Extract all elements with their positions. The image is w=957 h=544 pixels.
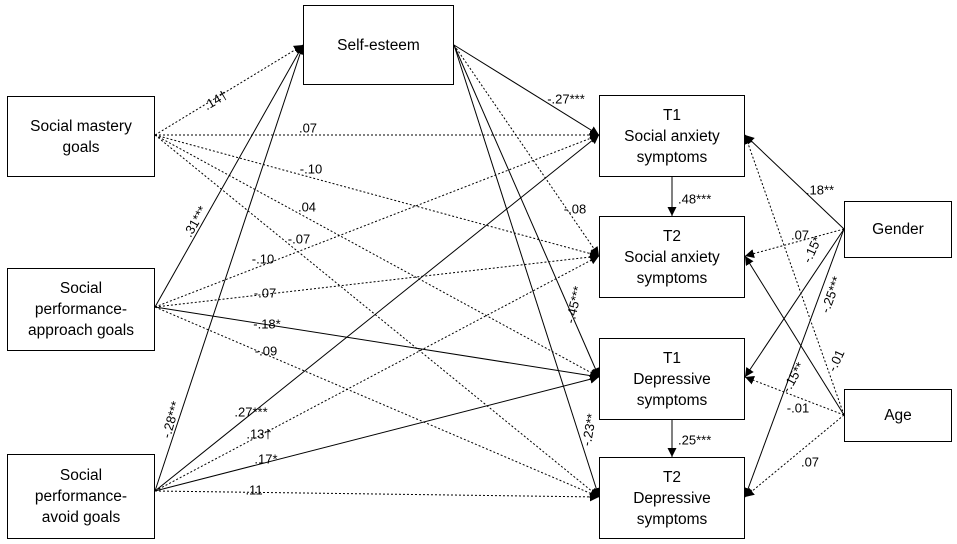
node-label: T2	[662, 468, 682, 486]
node-label: T1	[662, 349, 682, 367]
path-arrow-age-to-t1-depressive	[744, 376, 845, 416]
node-label: symptoms	[636, 148, 708, 166]
path-coefficient-label: -.01	[825, 347, 848, 374]
node-social-mastery-goals: Social mastery goals	[7, 96, 155, 177]
path-coefficient-label: -.08	[564, 201, 586, 216]
path-coefficient-label: .07	[801, 454, 819, 469]
path-coefficient-label: -.45***	[562, 285, 585, 325]
node-label: T1	[662, 106, 682, 124]
path-arrow-gender-to-t1-depressive	[744, 228, 845, 378]
path-coefficient-label: .31***	[180, 203, 210, 239]
path-coefficient-label: -.25***	[818, 274, 845, 314]
path-coefficient-label: -.18*	[253, 316, 280, 331]
node-label: T2	[662, 227, 682, 245]
node-label: Social	[59, 280, 103, 297]
path-arrow-social-perf-approach-to-t2-depressive	[154, 306, 600, 498]
path-coefficient-label: -.09	[255, 343, 277, 358]
node-label: Social	[59, 467, 103, 484]
path-coefficient-label: -.28***	[159, 400, 184, 440]
node-gender: Gender	[844, 201, 952, 258]
node-label: Gender	[872, 221, 924, 238]
path-arrow-self-esteem-to-t1-social-anxiety	[453, 44, 600, 136]
path-coefficient-label: -.10	[300, 161, 322, 176]
path-arrow-social-perf-avoid-to-t1-depressive	[154, 374, 600, 492]
path-coefficient-label: .48***	[678, 191, 711, 206]
path-coefficient-label: .07	[791, 227, 809, 242]
node-t1-depressive: T1 Depressive symptoms	[599, 338, 745, 420]
path-coefficient-label: .07	[299, 120, 317, 135]
path-coefficient-label: -.01	[787, 400, 809, 415]
path-arrow-social-perf-approach-to-t1-social-anxiety	[154, 134, 600, 308]
path-coefficient-label: -.07	[288, 231, 310, 246]
path-arrow-social-mastery-to-self-esteem	[154, 44, 304, 136]
node-social-performance-avoid-goals: Social performance- avoid goals	[7, 454, 155, 539]
path-arrow-self-esteem-to-t2-depressive	[453, 44, 601, 498]
path-arrow-social-perf-avoid-to-self-esteem	[154, 44, 305, 492]
path-coefficient-label: .18**	[806, 182, 834, 197]
node-label: performance-	[34, 301, 128, 318]
path-arrow-gender-to-t1-social-anxiety	[744, 134, 845, 230]
path-coefficient-label: -.07	[254, 285, 276, 300]
node-t1-social-anxiety: T1 Social anxiety symptoms	[599, 95, 745, 177]
path-arrow-social-perf-avoid-to-t1-social-anxiety	[154, 134, 600, 492]
node-t2-depressive: T2 Depressive symptoms	[599, 457, 745, 539]
node-label: Social anxiety	[624, 248, 720, 266]
path-arrow-social-mastery-to-t1-depressive	[154, 134, 600, 378]
node-self-esteem: Self-esteem	[303, 5, 454, 85]
path-coefficient-label: -.23**	[579, 412, 599, 447]
path-coefficient-label: .11	[245, 482, 262, 497]
node-label: Social anxiety	[624, 127, 720, 145]
path-arrow-age-to-t1-social-anxiety	[743, 134, 845, 416]
node-label: Depressive	[633, 370, 711, 388]
node-label: Age	[884, 407, 912, 424]
node-label: symptoms	[636, 391, 708, 409]
path-arrow-social-mastery-to-t2-depressive	[154, 134, 600, 498]
path-arrow-self-esteem-to-t2-social-anxiety	[453, 44, 600, 257]
path-arrow-gender-to-t2-social-anxiety	[744, 228, 845, 258]
node-label: Social mastery	[30, 117, 132, 135]
path-coefficient-label: -.10	[252, 251, 274, 266]
path-arrow-self-esteem-to-t1-depressive	[453, 44, 600, 378]
node-label: goals	[62, 138, 100, 156]
node-age: Age	[844, 389, 952, 442]
node-label: Depressive	[633, 489, 711, 507]
path-arrow-social-perf-approach-to-t1-depressive	[154, 306, 600, 381]
node-label: performance-	[34, 488, 128, 505]
path-coefficient-label: .25***	[678, 432, 711, 447]
path-coefficient-label: .14†	[201, 87, 230, 113]
node-label: approach goals	[28, 322, 134, 339]
path-coefficient-label: .13†	[246, 426, 271, 441]
path-arrow-social-perf-avoid-to-t2-depressive	[154, 490, 600, 502]
path-arrow-age-to-t2-depressive	[744, 414, 845, 498]
path-arrow-social-mastery-to-t2-social-anxiety	[154, 134, 600, 258]
path-coefficient-label: .27***	[234, 404, 267, 419]
path-coefficient-label: -.15**	[778, 360, 807, 396]
path-arrow-social-perf-approach-to-t2-social-anxiety	[154, 252, 600, 308]
path-arrow-gender-to-t2-depressive	[743, 228, 845, 498]
node-label: symptoms	[636, 269, 708, 287]
node-t2-social-anxiety: T2 Social anxiety symptoms	[599, 216, 745, 298]
node-label: Self-esteem	[337, 36, 420, 54]
path-coefficient-label: .17*	[254, 451, 277, 466]
path-coefficient-label: .04	[298, 199, 316, 214]
node-social-performance-approach-goals: Social performance- approach goals	[7, 268, 155, 351]
node-label: symptoms	[636, 510, 708, 528]
node-label: avoid goals	[41, 509, 121, 526]
path-arrow-social-perf-approach-to-self-esteem	[154, 44, 304, 308]
path-coefficient-label: -.27***	[547, 91, 585, 106]
path-arrow-age-to-t2-social-anxiety	[744, 255, 845, 416]
